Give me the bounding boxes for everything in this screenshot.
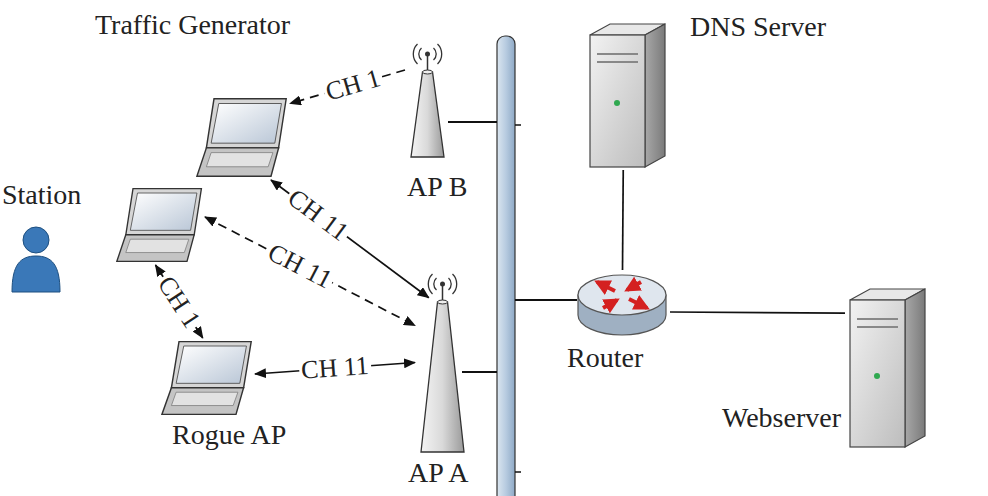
user-figure <box>12 227 60 292</box>
device-label: Rogue AP <box>172 420 286 451</box>
channel-label: CH 11 <box>261 237 337 294</box>
access-point-node: AP B <box>405 40 450 160</box>
device-label: Webserver <box>722 403 841 434</box>
device-label: Router <box>567 343 643 374</box>
server-node: Webserver <box>845 285 940 450</box>
device-icon <box>415 270 470 455</box>
laptop-node: Rogue AP <box>160 338 255 418</box>
device-icon <box>195 95 290 180</box>
device-icon <box>115 185 205 265</box>
router-node: Router <box>575 270 670 340</box>
device-label: AP B <box>407 172 467 203</box>
access-point-node: AP A <box>415 270 470 455</box>
link-line <box>205 217 415 326</box>
device-label: AP A <box>408 458 468 489</box>
laptop-node: Station <box>115 185 205 265</box>
device-icon <box>405 40 450 160</box>
device-icon <box>160 338 255 418</box>
link-line <box>271 180 429 298</box>
device-label: DNS Server <box>690 12 826 43</box>
device-icon <box>575 270 670 340</box>
channel-label: CH 11 <box>298 352 371 384</box>
channel-label: CH 1 <box>321 64 386 107</box>
device-label: Traffic Generator <box>95 10 290 41</box>
server-node: DNS Server <box>585 20 670 170</box>
device-icon <box>585 20 670 170</box>
device-label: Station <box>2 180 81 211</box>
link-line <box>670 312 845 313</box>
laptop-node: Traffic Generator <box>195 95 290 180</box>
device-icon <box>845 285 940 450</box>
channel-label: CH 1 <box>151 269 206 334</box>
channel-label: CH 11 <box>281 183 355 248</box>
link-line <box>622 170 624 270</box>
